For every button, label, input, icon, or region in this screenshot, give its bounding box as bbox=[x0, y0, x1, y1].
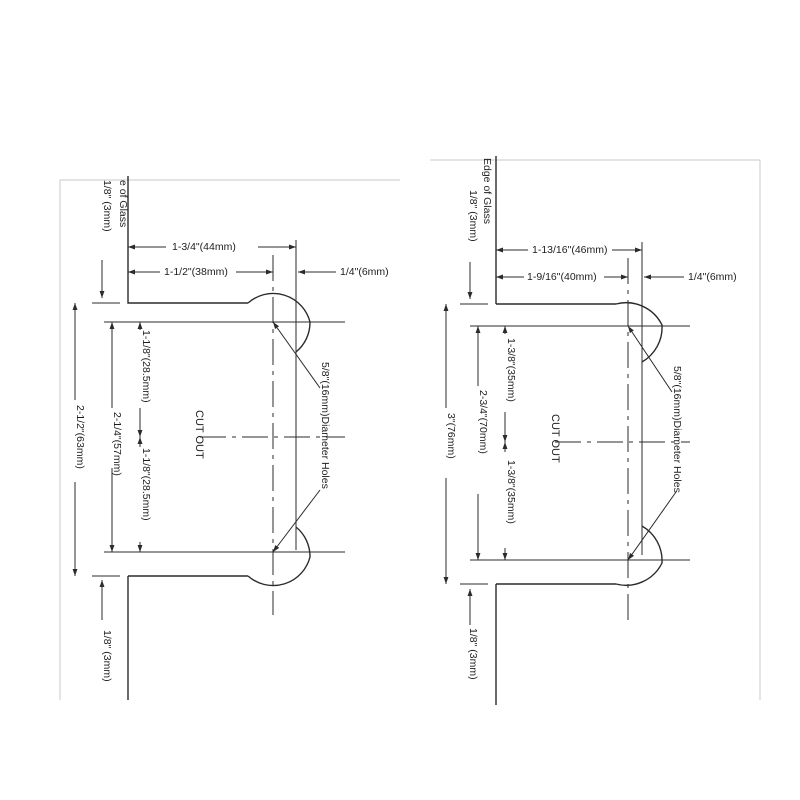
left-hole-offset: 1/4"(6mm) bbox=[340, 266, 389, 278]
left-cutout-height: 2-1/4"(57mm) bbox=[111, 412, 123, 476]
right-half-bottom: 1-3/8"(35mm) bbox=[505, 460, 517, 524]
left-bottom-hole-arc bbox=[247, 526, 311, 587]
left-half-top: 1-1/8"(28.5mm) bbox=[140, 330, 152, 403]
right-half-top: 1-3/8"(35mm) bbox=[505, 338, 517, 402]
right-width-to-hole: 1-9/16"(40mm) bbox=[527, 271, 597, 283]
left-top-hole-arc bbox=[247, 292, 311, 353]
left-width-overall: 1-3/4"(44mm) bbox=[172, 241, 236, 253]
right-cutout-label: CUT OUT bbox=[549, 414, 561, 463]
right-cutout-height: 2-3/4"(70mm) bbox=[477, 390, 489, 454]
right-edge-label: Edge of Glass bbox=[481, 158, 493, 224]
left-gap-bottom: 1/8" (3mm) bbox=[101, 630, 113, 682]
left-gap-top: 1/8" (3mm) bbox=[101, 180, 113, 232]
left-width-to-hole: 1-1/2"(38mm) bbox=[164, 266, 228, 278]
left-cutout-label: CUT OUT bbox=[193, 410, 205, 459]
right-total-height: 3"(76mm) bbox=[445, 413, 457, 459]
left-glass-outline bbox=[127, 176, 248, 304]
left-edge-label: e of Glass bbox=[117, 180, 129, 227]
right-top-hole-arc bbox=[615, 301, 663, 363]
right-drawing: 1-13/16"(46mm) 1-9/16"(40mm) 1/4"(6mm) E… bbox=[430, 156, 761, 705]
right-gap-bottom: 1/8" (3mm) bbox=[467, 628, 479, 680]
left-half-bottom: 1-1/8"(28.5mm) bbox=[140, 448, 152, 521]
right-hole-offset: 1/4"(6mm) bbox=[688, 271, 737, 283]
left-total-height: 2-1/2"(63mm) bbox=[74, 405, 86, 469]
left-hole-note: 5/8"(16mm)Diameter Holes bbox=[319, 362, 331, 489]
left-drawing: 1-3/4"(44mm) 1-1/2"(38mm) 1/4"(6mm) e of… bbox=[59, 176, 400, 700]
right-width-overall: 1-13/16"(46mm) bbox=[532, 244, 608, 256]
right-gap-top: 1/8" (3mm) bbox=[467, 190, 479, 242]
right-bottom-hole-arc bbox=[615, 525, 663, 587]
right-hole-note: 5/8"(16mm)Diameter Holes bbox=[671, 366, 683, 493]
